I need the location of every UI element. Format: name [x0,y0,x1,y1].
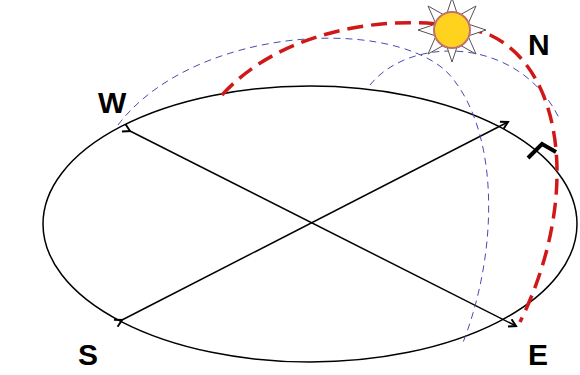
sun-symbol [418,0,486,62]
horizon-ellipse [43,86,577,362]
direction-label: W [98,88,126,118]
direction-label: E [528,340,548,370]
red-sun-path [222,23,557,322]
blue-sun-path [370,51,560,120]
south-north-axis [122,122,508,320]
blue-sun-path [118,38,489,345]
direction-label: S [78,340,98,370]
direction-arrow [528,144,556,158]
west-east-axis [130,131,516,326]
direction-label: N [528,30,550,60]
